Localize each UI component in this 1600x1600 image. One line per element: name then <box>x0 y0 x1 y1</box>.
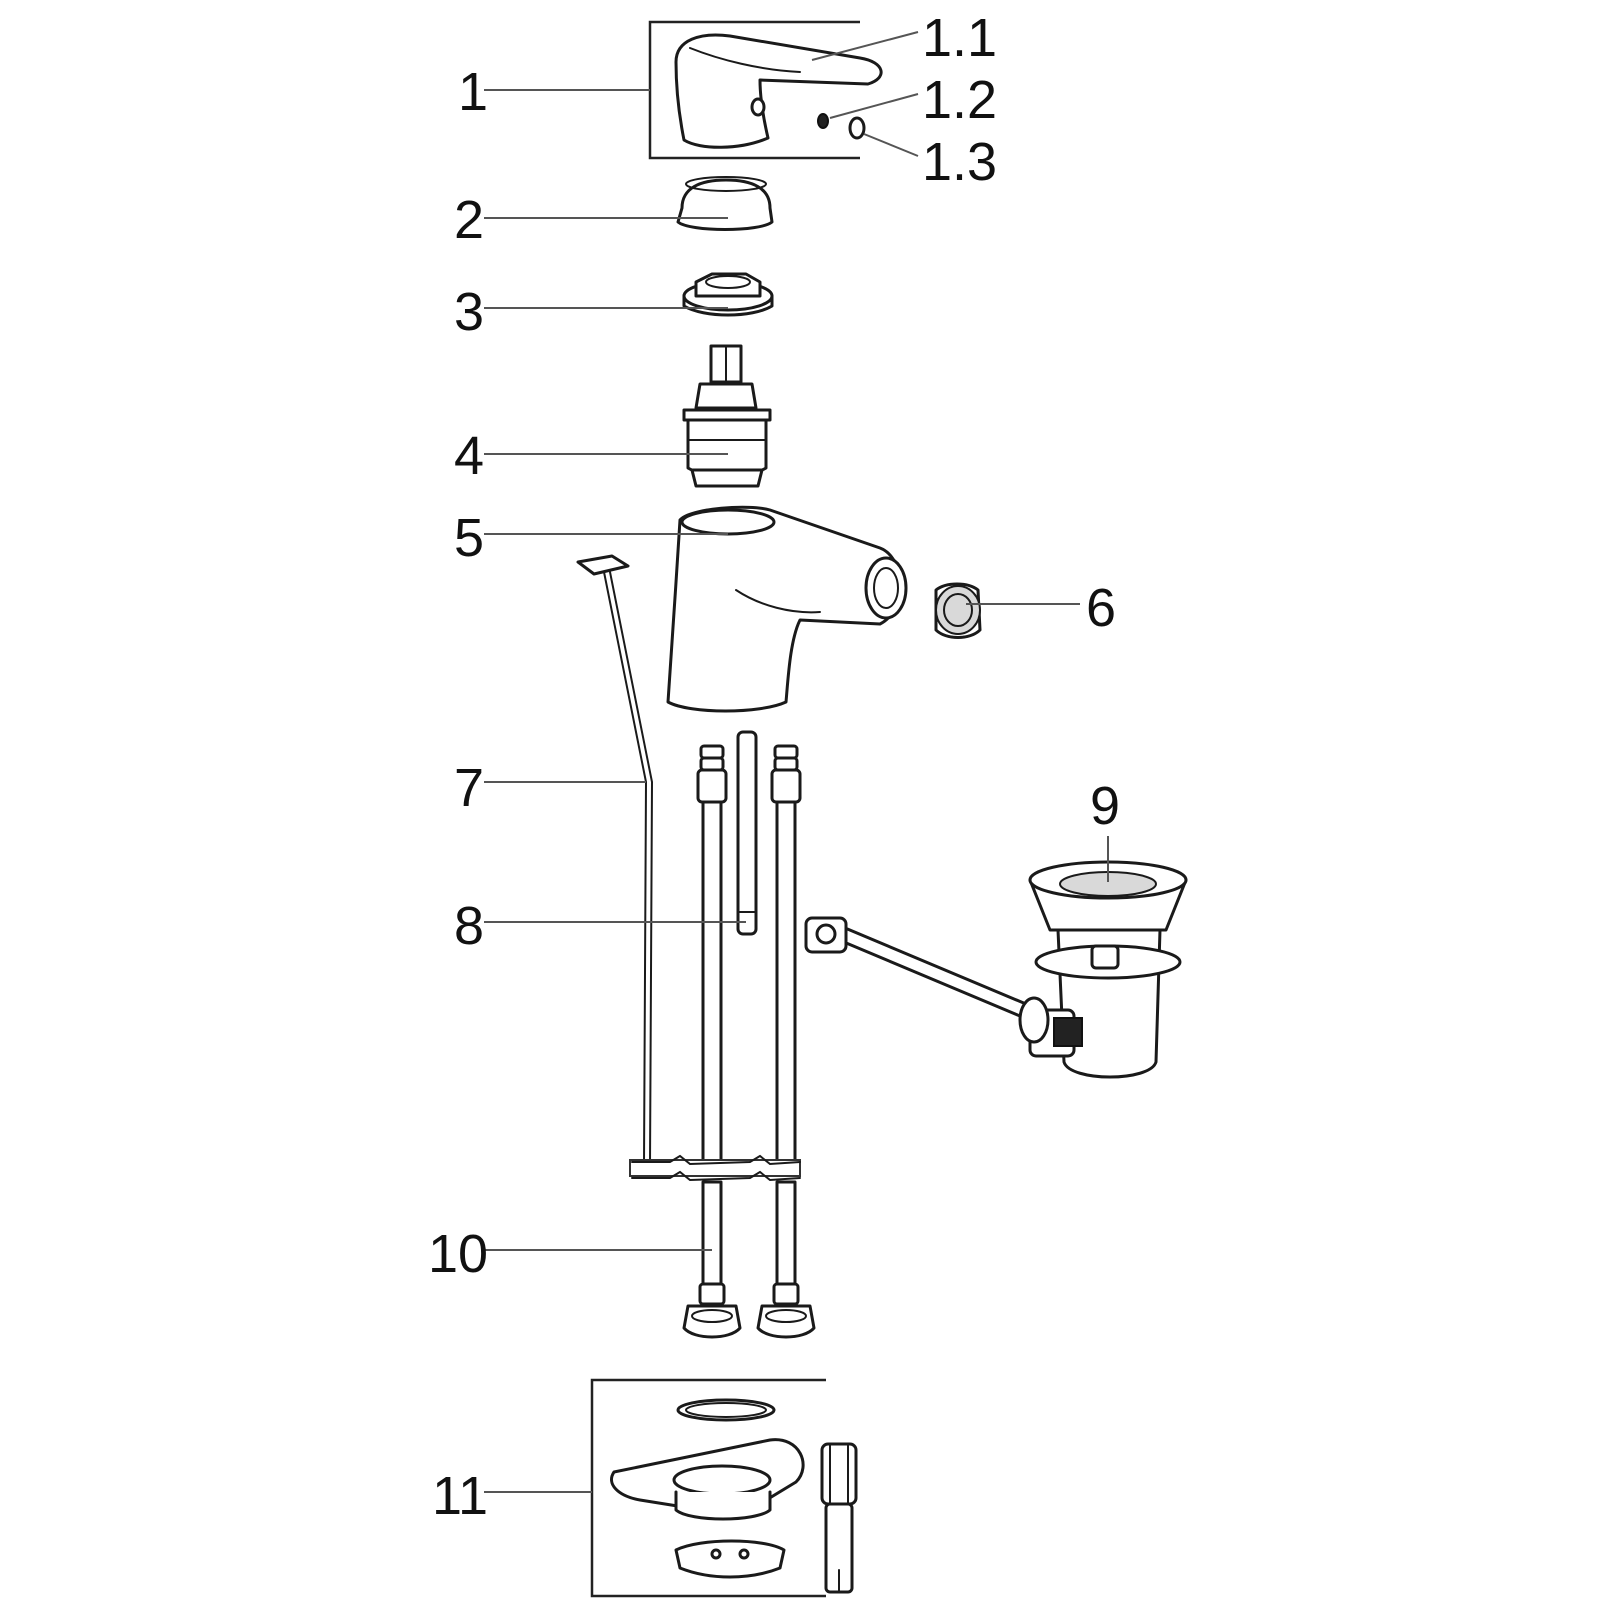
label-part-2: 2 <box>454 190 484 250</box>
cap-plug <box>848 116 866 140</box>
cover-cap <box>676 176 774 231</box>
hose-left-lower <box>682 1180 742 1339</box>
label-part-1-1: 1.1 <box>922 8 997 68</box>
aerator <box>934 582 982 639</box>
break-line <box>629 1154 801 1182</box>
hose-right-upper <box>770 744 802 1166</box>
lift-rod <box>576 554 654 1165</box>
callout-labels: 1 1.1 1.2 1.3 2 3 4 5 6 7 8 9 10 11 <box>428 8 1120 1526</box>
grub-screw <box>817 113 829 129</box>
label-part-3: 3 <box>454 282 484 342</box>
handle-lever <box>674 33 883 149</box>
label-part-7: 7 <box>454 758 484 818</box>
fixing-set <box>610 1398 858 1594</box>
label-part-1-3: 1.3 <box>922 132 997 192</box>
label-part-1-2: 1.2 <box>922 70 997 130</box>
label-part-8: 8 <box>454 896 484 956</box>
cartridge <box>682 344 772 488</box>
popup-waste <box>804 860 1188 1079</box>
label-part-11: 11 <box>432 1466 488 1526</box>
hose-right-lower <box>756 1180 816 1339</box>
label-part-9: 9 <box>1090 776 1120 836</box>
label-part-4: 4 <box>454 426 484 486</box>
label-part-5: 5 <box>454 508 484 568</box>
leader-lines <box>484 31 1109 1493</box>
label-part-1: 1 <box>458 62 488 122</box>
label-part-10: 10 <box>428 1224 488 1284</box>
bracket-part-11 <box>590 1378 826 1598</box>
hose-left-upper <box>696 744 728 1166</box>
tap-body <box>666 505 908 713</box>
threaded-stud <box>736 730 758 936</box>
label-part-6: 6 <box>1086 578 1116 638</box>
